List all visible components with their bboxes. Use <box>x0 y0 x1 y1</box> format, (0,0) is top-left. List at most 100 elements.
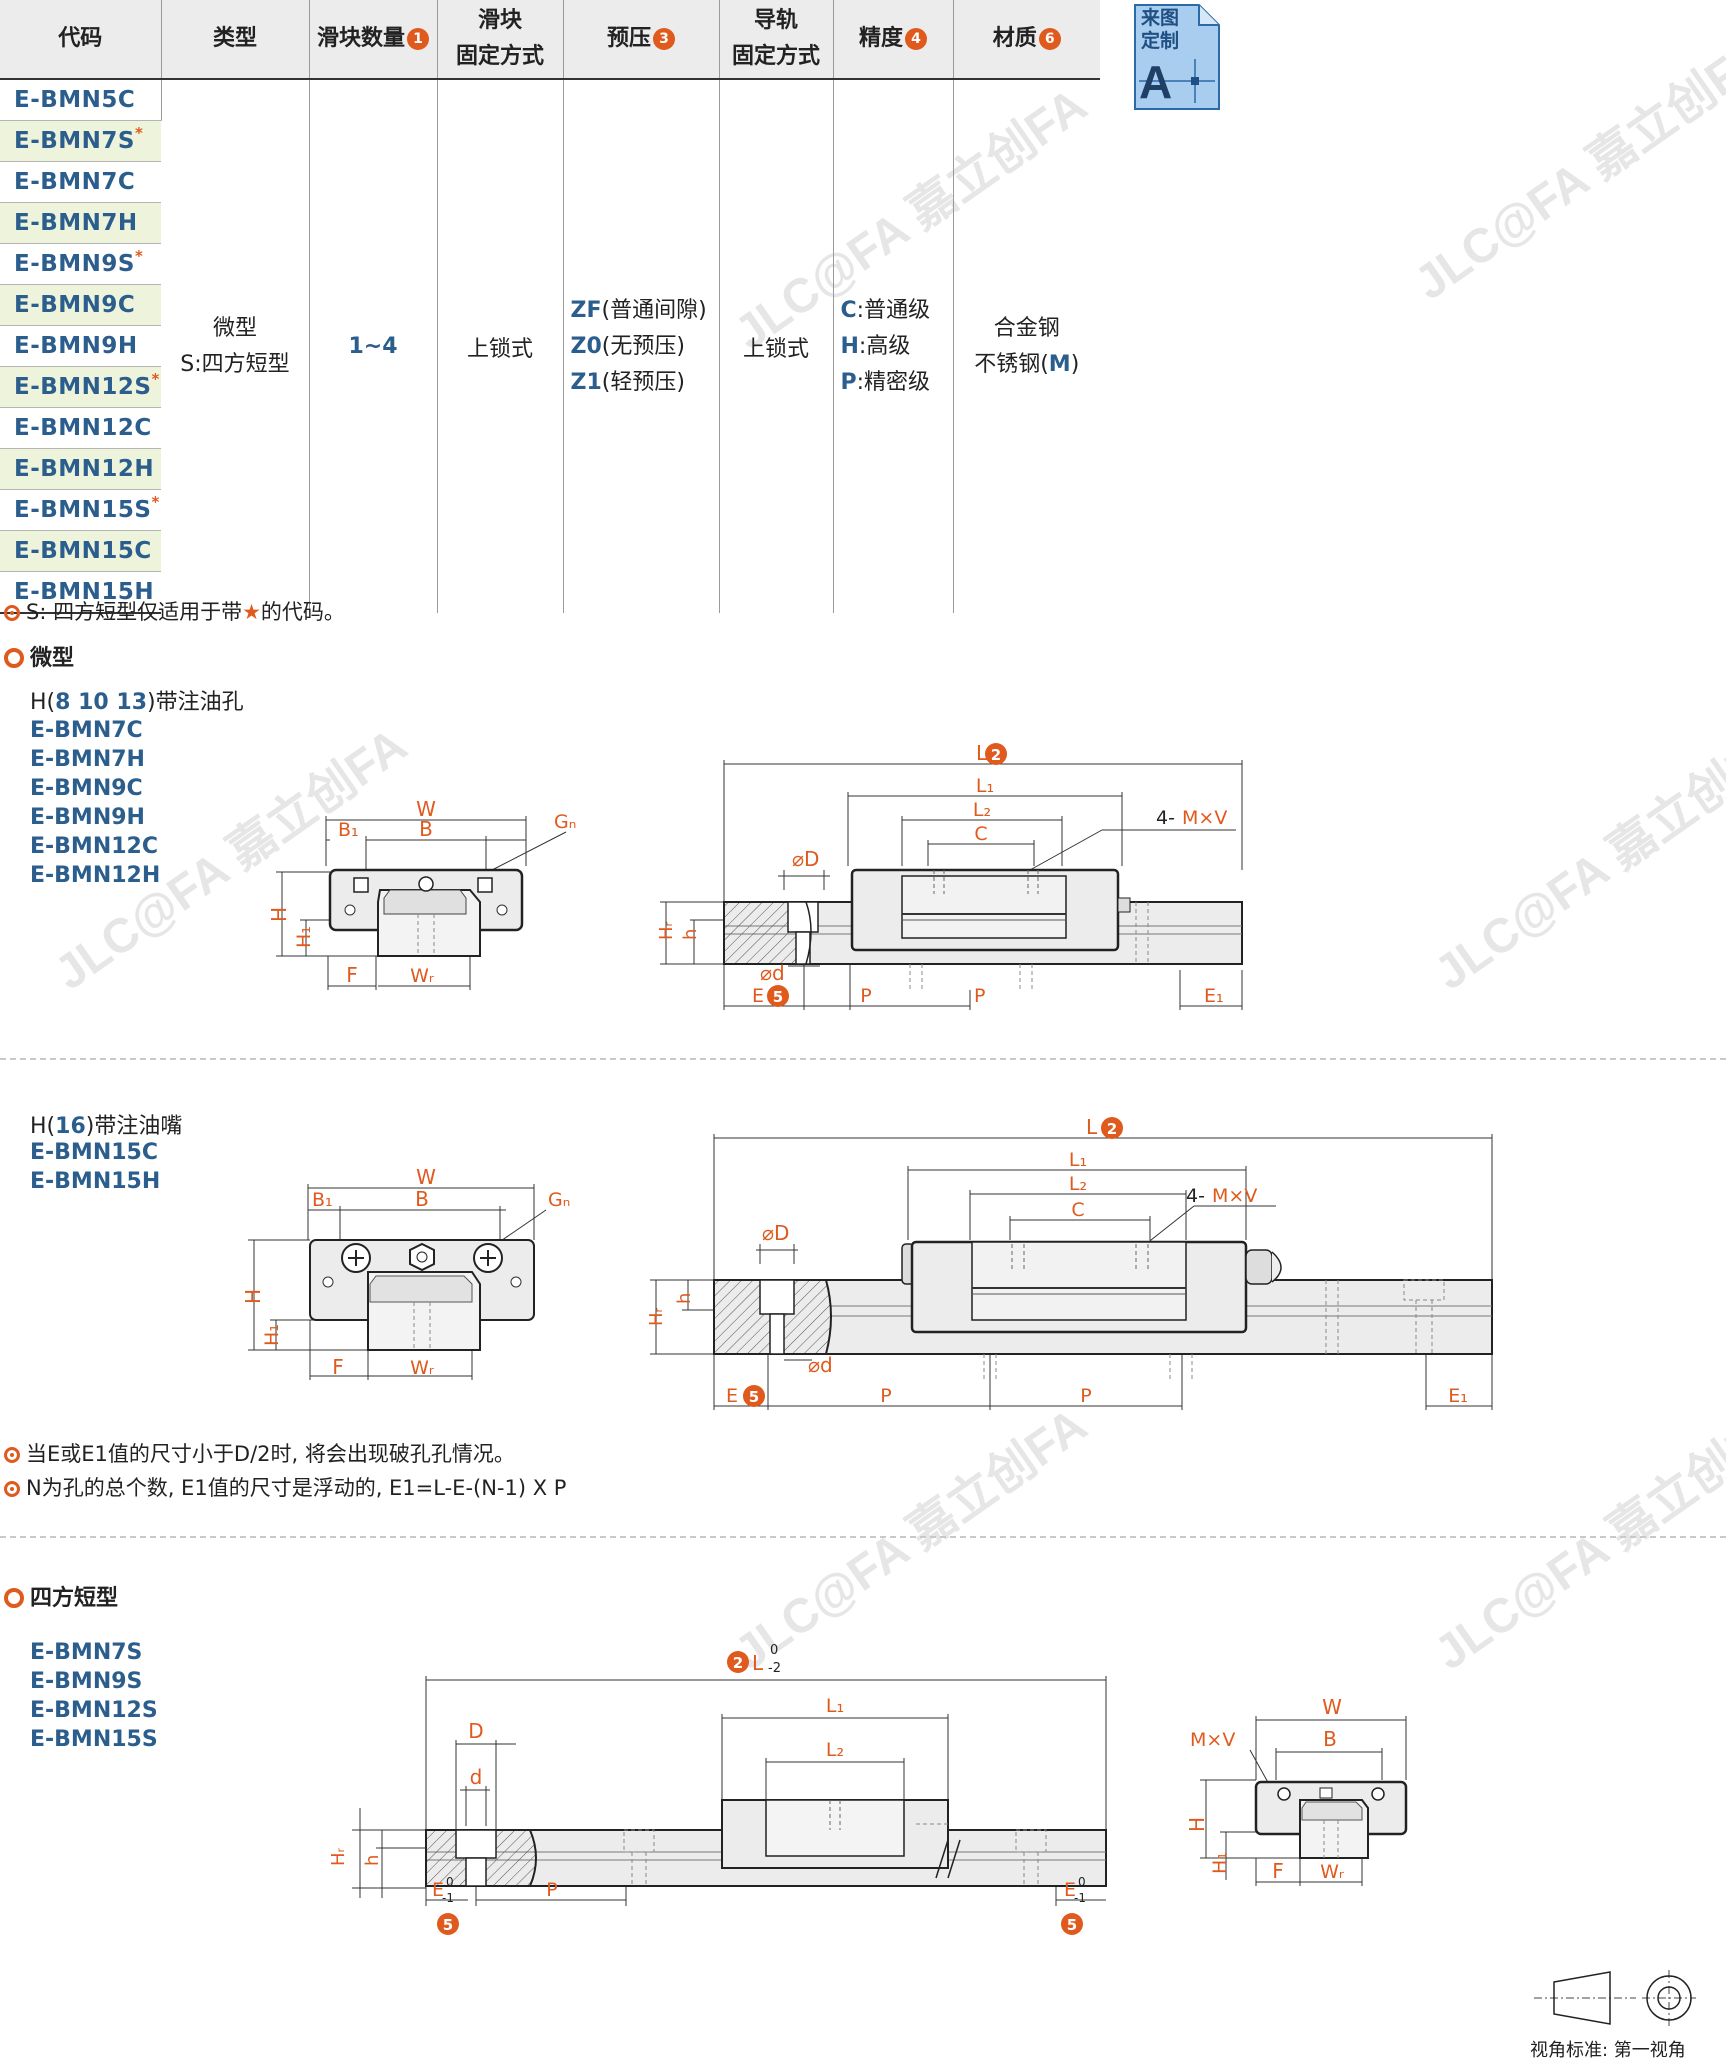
bullet-icon <box>4 1481 20 1497</box>
dim-C: C <box>974 823 987 845</box>
slider-qty-cell: 1~4 <box>309 79 438 613</box>
code-cell: E-BMN7S* <box>0 120 161 162</box>
table-row: E-BMN12H <box>0 448 1100 490</box>
micro-end-view-drawing: W B₁ B Gₙ H H₁ F Wᵣ <box>270 797 576 990</box>
marker-4: 4 <box>905 28 927 50</box>
code-cell: E-BMN7H <box>0 202 161 244</box>
dim-D: D <box>468 1719 483 1743</box>
dim-B1: B₁ <box>338 819 359 841</box>
star-marker: * <box>151 493 160 511</box>
dim-h: h <box>674 1293 695 1304</box>
table-row: E-BMN9H <box>0 325 1100 367</box>
marker-2-icon <box>727 1651 749 1673</box>
code-list-item: E-BMN12S <box>30 1698 158 1723</box>
dim-L2: L₂ <box>973 799 991 821</box>
dim-WR: Wᵣ <box>1320 1861 1344 1883</box>
header-rail-fix: 导轨固定方式 <box>719 0 834 80</box>
tol-E-bot: -1 <box>1074 1891 1086 1905</box>
h16-end-view-drawing: W B₁ B Gₙ H H₁ F Wᵣ <box>241 1168 570 1380</box>
dim-HR: Hᵣ <box>646 1307 667 1326</box>
square-end-view-drawing: W B M×V H H₁ F Wᵣ <box>1185 1695 1408 1886</box>
dim-H1: H₁ <box>1209 1852 1231 1874</box>
dim-Gn: Gₙ <box>548 1189 570 1211</box>
custom-drawing-badge: 来图定制 A <box>1133 3 1223 111</box>
table-row: E-BMN7C <box>0 161 1100 203</box>
marker-2-icon <box>985 743 1007 765</box>
dim-L1: L₁ <box>1069 1149 1087 1171</box>
dim-L: L <box>1086 1115 1098 1139</box>
code-cell: E-BMN9S* <box>0 243 161 285</box>
marker-2: 2 <box>1107 1120 1117 1138</box>
table-row: E-BMN7H <box>0 202 1100 244</box>
dim-F: F <box>346 963 358 987</box>
dim-B: B <box>419 817 433 841</box>
dim-MV: M×V <box>1212 1185 1257 1207</box>
dim-D: ⌀D <box>792 847 819 871</box>
code-cell: E-BMN12H <box>0 448 161 490</box>
code-list-item: E-BMN12H <box>30 863 161 888</box>
bullet-icon <box>4 1447 20 1463</box>
code-list-item: E-BMN15S <box>30 1727 158 1752</box>
first-angle-projection-icon <box>1534 1970 1696 2026</box>
dim-C: C <box>1071 1199 1084 1221</box>
code-list-item: E-BMN9C <box>30 776 143 801</box>
dim-H1: H₁ <box>293 926 315 948</box>
dim-F: F <box>1272 1859 1284 1883</box>
code-cell: E-BMN15C <box>0 530 161 572</box>
square-side-view-drawing: 2 L 0 -2 L₁ L₂ D d Hᵣ h E 0 -1 5 P E 0 -… <box>328 1643 1107 1935</box>
dim-E: E <box>1064 1879 1076 1901</box>
section-ring-icon <box>4 648 24 668</box>
code-cell: E-BMN15H <box>0 571 161 614</box>
table-row: E-BMN12S* <box>0 366 1100 408</box>
n-note: N为孔的总个数, E1值的尺寸是浮动的, E1=L-E-(N-1) X P <box>4 1472 566 1502</box>
dim-Gn: Gₙ <box>554 811 576 833</box>
rail-fix-cell: 上锁式 <box>719 79 834 613</box>
dim-E: E <box>432 1879 444 1901</box>
code-list-item: E-BMN7C <box>30 718 143 743</box>
code-list-item: E-BMN9H <box>30 805 145 830</box>
marker-5: 5 <box>1067 1916 1077 1934</box>
dim-d: d <box>470 1765 483 1789</box>
watermark: JLC@FA 嘉立创FA <box>1405 28 1726 311</box>
marker-2-icon <box>1101 1117 1123 1139</box>
slider-fix-cell: 上锁式 <box>437 79 564 613</box>
dim-MV: M×V <box>1182 807 1227 829</box>
code-cell: E-BMN9C <box>0 284 161 326</box>
divider <box>0 1058 1726 1060</box>
dim-B: B <box>1323 1727 1337 1751</box>
dim-P: P <box>1080 1385 1091 1407</box>
dim-W: W <box>416 797 436 821</box>
dim-L2: L₂ <box>826 1739 844 1761</box>
dim-B: B <box>415 1187 429 1211</box>
section-ring-icon <box>4 1588 24 1608</box>
watermark: JLC@FA 嘉立创FA <box>1425 1398 1726 1681</box>
dim-HR: Hᵣ <box>328 1847 349 1866</box>
group1-heading: H(8 10 13)带注油孔 <box>30 690 244 715</box>
tol-L-top: 0 <box>770 1643 778 1658</box>
tol-E-top: 0 <box>446 1875 454 1889</box>
dim-d: ⌀d <box>760 961 785 985</box>
dim-P: P <box>860 985 871 1007</box>
dim-L: L <box>752 1651 764 1675</box>
dim-L1: L₁ <box>976 775 994 797</box>
code-cell: E-BMN12S* <box>0 366 161 408</box>
dim-MV-prefix: 4- <box>1186 1185 1205 1207</box>
dim-B1: B₁ <box>312 1189 333 1211</box>
dim-P: P <box>974 985 985 1007</box>
dim-L1: L₁ <box>826 1695 844 1717</box>
code-list-item: E-BMN7S <box>30 1640 143 1665</box>
hole-note: 当E或E1值的尺寸小于D/2时, 将会出现破孔孔情况。 <box>4 1438 515 1468</box>
section-square-title: 四方短型 <box>4 1580 118 1612</box>
table-row: E-BMN7S* <box>0 120 1100 162</box>
table-row: E-BMN15C <box>0 530 1100 572</box>
marker-5-icon <box>767 985 789 1007</box>
